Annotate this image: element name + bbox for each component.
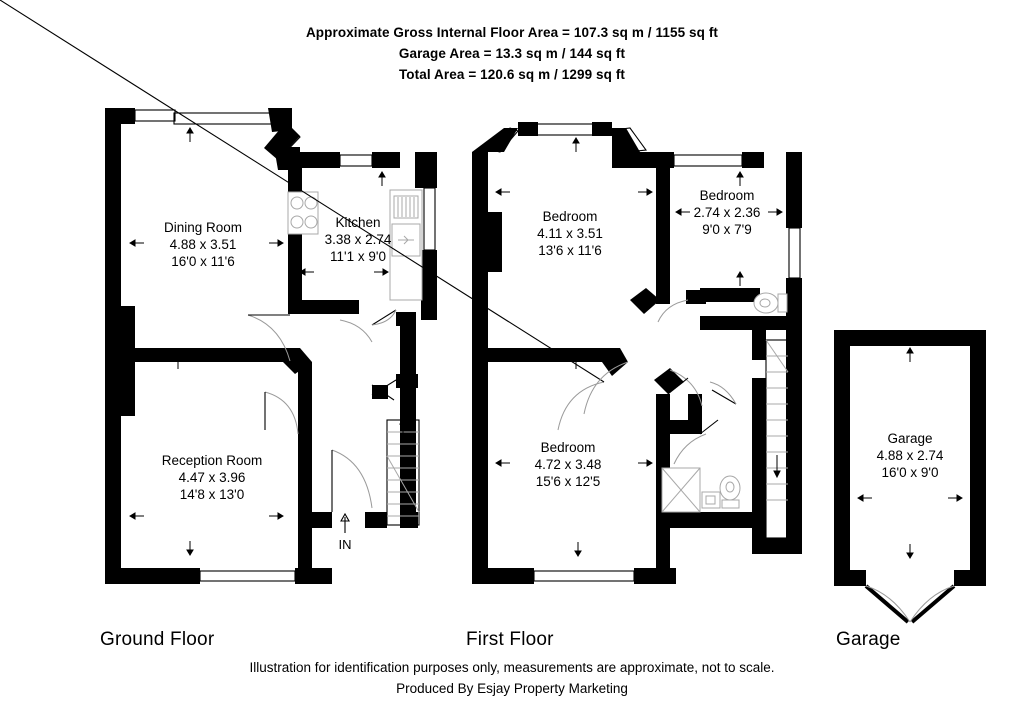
- first-floor-dimension-arrows: [495, 137, 783, 557]
- footer-disclaimer-line: Illustration for identification purposes…: [249, 660, 775, 675]
- floor-title-garage: Garage: [836, 629, 901, 650]
- floor-title-ground: Ground Floor: [100, 629, 215, 650]
- first-floor-room-labels: Bedroom 4.11 x 3.51 13'6 x 11'6 Bedroom …: [535, 188, 761, 489]
- room-label-bedroom1-imperial: 13'6 x 11'6: [538, 243, 601, 258]
- entrance-arrow-icon: [340, 512, 350, 533]
- room-label-bedroom3-metric: 4.72 x 3.48: [535, 457, 602, 472]
- gross-internal-area-line: Approximate Gross Internal Floor Area = …: [305, 25, 719, 40]
- ground-floor-room-labels: Dining Room 4.88 x 3.51 16'0 x 11'6 Kitc…: [162, 215, 392, 552]
- room-label-bedroom2-imperial: 9'0 x 7'9: [702, 222, 751, 237]
- room-label-garage-name: Garage: [887, 431, 932, 446]
- room-label-reception-name: Reception Room: [162, 453, 263, 468]
- first-floor-staircase: [765, 339, 789, 539]
- garage-plan: Garage 4.88 x 2.74 16'0 x 9'0: [834, 330, 986, 624]
- ground-floor-door-swings: [247, 309, 397, 512]
- room-label-bedroom3-imperial: 15'6 x 12'5: [536, 474, 600, 489]
- entrance-label: IN: [339, 537, 352, 552]
- garage-area-line: Garage Area = 13.3 sq m / 144 sq ft: [398, 46, 626, 61]
- footer-producer-line: Produced By Esjay Property Marketing: [396, 681, 628, 696]
- ground-floor-plan: Dining Room 4.88 x 3.51 16'0 x 11'6 Kitc…: [105, 108, 437, 584]
- room-label-dining-imperial: 16'0 x 11'6: [171, 254, 234, 269]
- total-area-line: Total Area = 120.6 sq m / 1299 sq ft: [398, 67, 626, 82]
- floor-title-first: First Floor: [466, 629, 554, 650]
- ground-floor-dimension-arrows: [129, 127, 389, 556]
- room-label-garage-metric: 4.88 x 2.74: [877, 448, 944, 463]
- kitchen-sink-icon: [389, 189, 423, 301]
- shower-cubicle-icon: [661, 467, 701, 513]
- room-label-kitchen-metric: 3.38 x 2.74: [325, 232, 392, 247]
- room-label-bedroom3-name: Bedroom: [541, 440, 596, 455]
- room-label-reception-metric: 4.47 x 3.96: [179, 470, 246, 485]
- kitchen-hob-icon: [287, 191, 319, 235]
- first-floor-plan: Bedroom 4.11 x 3.51 13'6 x 11'6 Bedroom …: [0, 0, 802, 584]
- room-label-dining-name: Dining Room: [164, 220, 242, 235]
- room-label-reception-imperial: 14'8 x 13'0: [180, 487, 244, 502]
- room-label-bedroom1-metric: 4.11 x 3.51: [537, 226, 603, 241]
- bathroom-fixtures: [661, 467, 741, 513]
- room-label-bedroom2-metric: 2.74 x 2.36: [694, 205, 761, 220]
- bathroom-toilet-icon: [719, 475, 741, 509]
- area-summary-header: Approximate Gross Internal Floor Area = …: [0, 22, 1024, 85]
- room-label-bedroom2-name: Bedroom: [700, 188, 755, 203]
- first-floor-door-swings: [0, 0, 737, 465]
- garage-door-icon: [864, 584, 956, 624]
- footer-disclaimer: Illustration for identification purposes…: [0, 657, 1024, 699]
- garage-walls: [834, 330, 986, 586]
- room-label-bedroom1-name: Bedroom: [543, 209, 598, 224]
- washbasin-icon: [701, 491, 721, 509]
- garage-dimension-arrows: [857, 347, 963, 559]
- room-label-garage-imperial: 16'0 x 9'0: [882, 465, 939, 480]
- wc-toilet-icon: [753, 292, 788, 314]
- room-label-dining-metric: 4.88 x 3.51: [170, 237, 237, 252]
- first-floor-walls: [472, 122, 802, 584]
- room-label-kitchen-name: Kitchen: [335, 215, 380, 230]
- garage-room-labels: Garage 4.88 x 2.74 16'0 x 9'0: [877, 431, 944, 480]
- ground-floor-staircase: [386, 418, 420, 526]
- room-label-kitchen-imperial: 11'1 x 9'0: [330, 249, 386, 264]
